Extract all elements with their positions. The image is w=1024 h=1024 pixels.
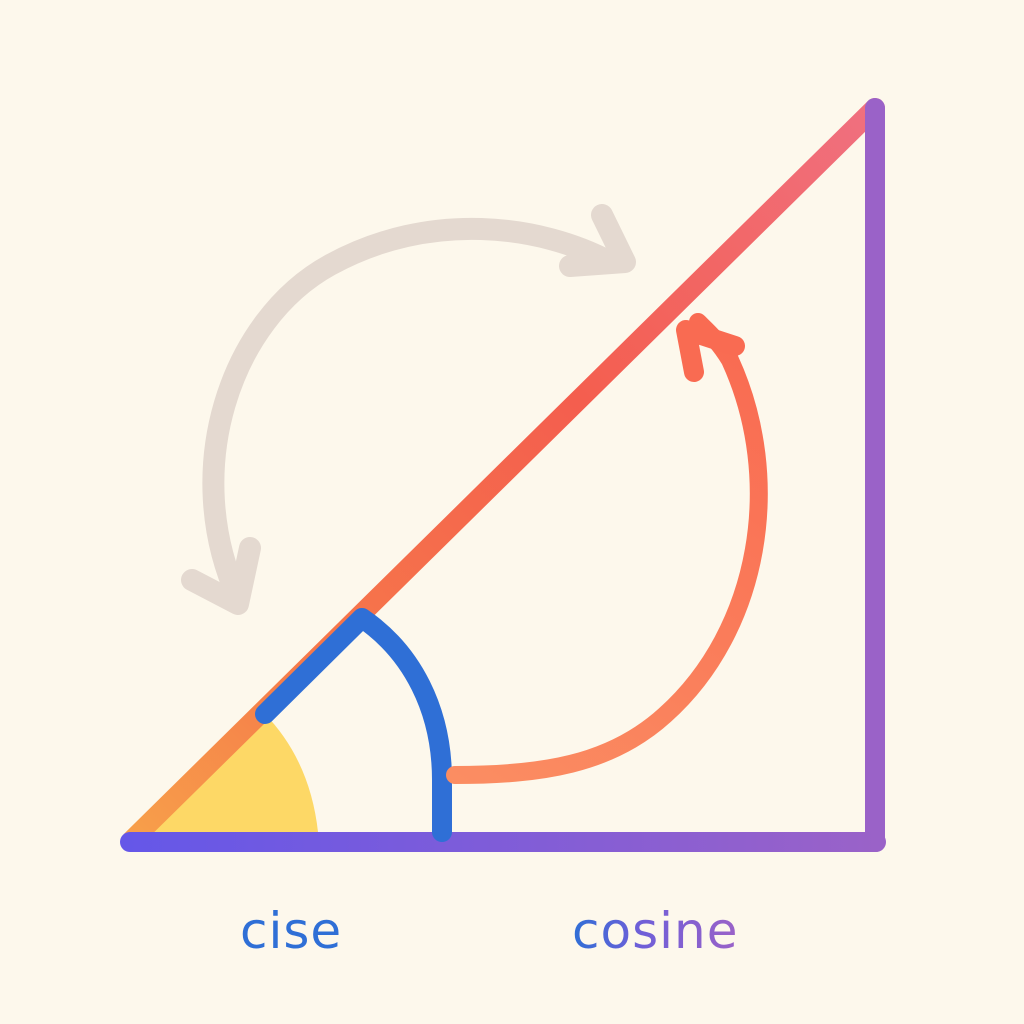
angle-marker (255, 608, 452, 842)
beige-arrow-head-down-icon (181, 537, 261, 615)
orange-arrow-head-up-icon (676, 320, 745, 382)
hypotenuse-line (122, 98, 885, 850)
beige-curved-arrow (202, 217, 621, 609)
cise-label: cise (240, 902, 343, 960)
beige-arrow-head-right-icon (559, 204, 636, 277)
cosine-label: cosine (572, 902, 739, 960)
orange-curved-arrow (446, 313, 768, 784)
